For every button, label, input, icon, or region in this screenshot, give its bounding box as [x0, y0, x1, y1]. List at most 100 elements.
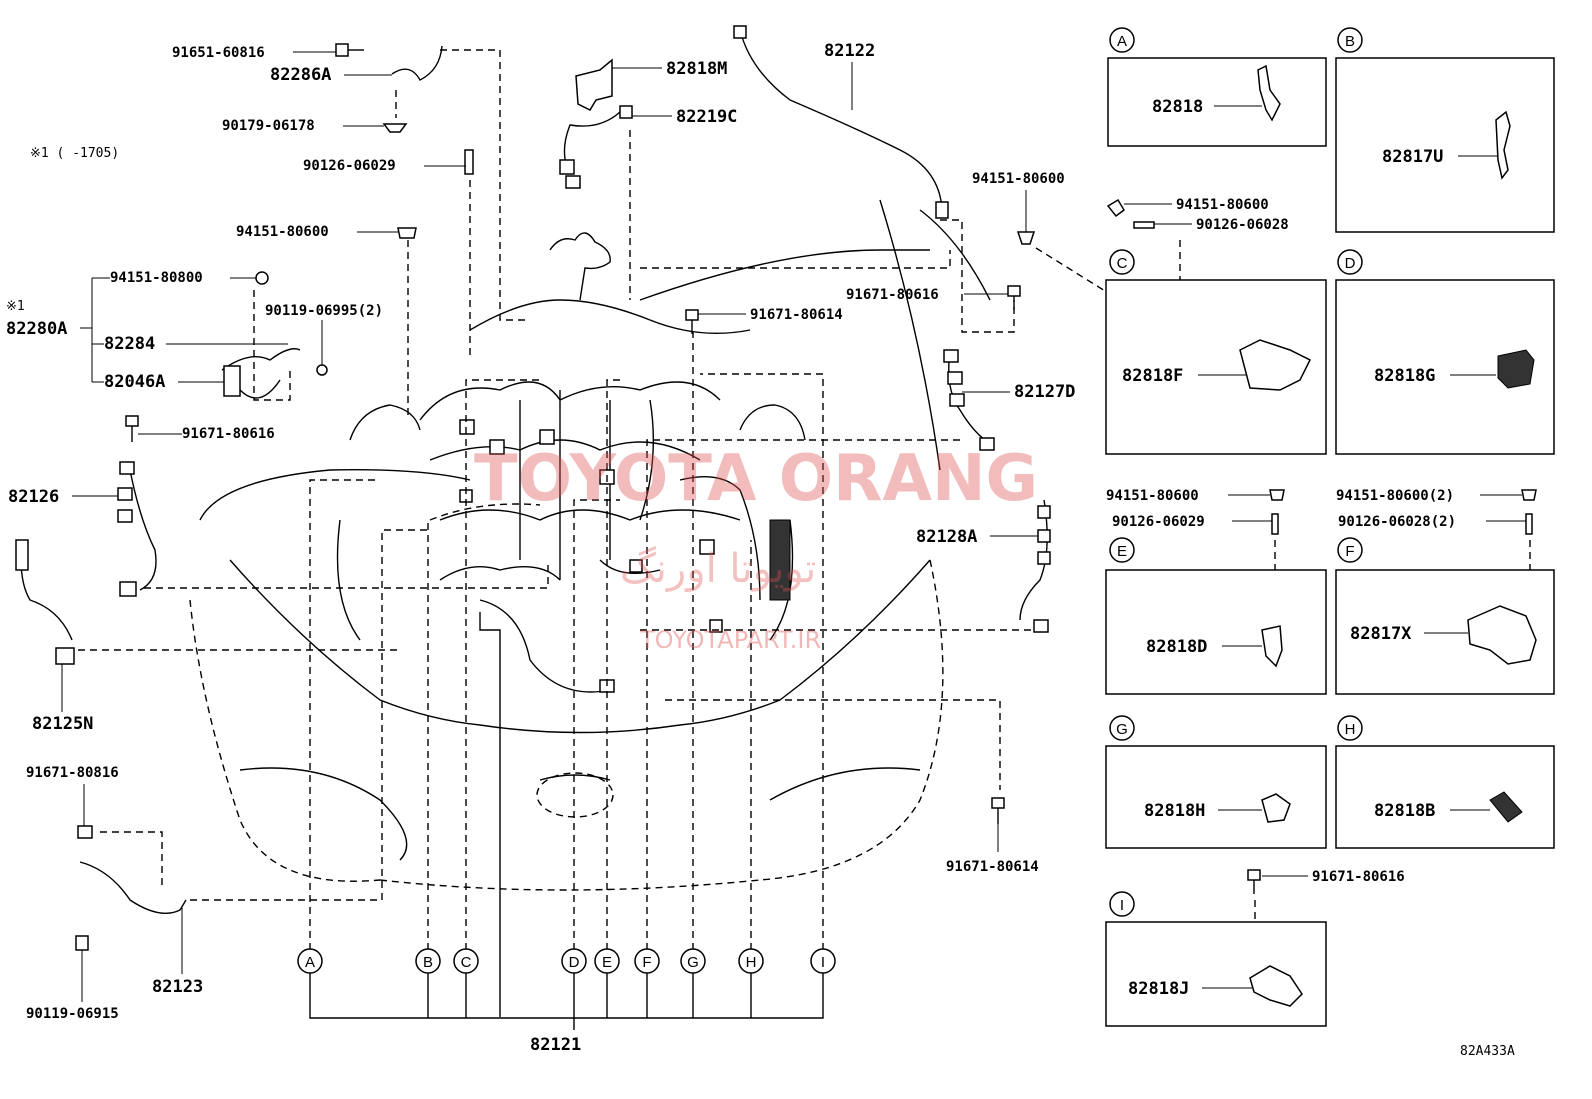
watermark: TOYOTA ORANG تویوتا اورنگ TOYOTAPART.IR	[474, 442, 1038, 654]
inset-e-fastener1: 94151-80600	[1106, 488, 1199, 504]
connector-icon	[1239, 339, 1312, 391]
inset-i-part: 82818J	[1128, 979, 1189, 999]
label-82046A: 82046A	[104, 372, 165, 392]
nut-icon	[255, 271, 269, 285]
bracket-icon	[1467, 605, 1537, 665]
bolt-icon	[991, 797, 1005, 824]
svg-text:C: C	[1117, 255, 1128, 272]
svg-text:I: I	[1120, 897, 1124, 914]
label-90126-06029: 90126-06029	[303, 158, 396, 174]
nut-icon	[1521, 489, 1537, 501]
stud-icon	[464, 149, 474, 175]
note-applicability: ※1 ( -1705)	[30, 146, 119, 161]
clip-icon	[1261, 793, 1291, 823]
top-center-components	[559, 25, 949, 334]
svg-text:G: G	[1116, 721, 1128, 738]
label-82126: 82126	[8, 487, 59, 507]
inset-h[interactable]: H 82818B	[1335, 715, 1555, 849]
inset-a[interactable]: A 82818	[1107, 27, 1327, 147]
label-91671-80616: 91671-80616	[846, 287, 939, 303]
label-91671-80614: 91671-80614	[946, 859, 1039, 875]
callout-d[interactable]: D	[561, 948, 587, 974]
inset-f-fastener1: 94151-80600(2)	[1336, 488, 1454, 504]
label-91651-60816: 91651-60816	[172, 45, 265, 61]
label-91671-80616: 91671-80616	[182, 426, 275, 442]
callout-c[interactable]: C	[453, 948, 479, 974]
callout-f[interactable]: F	[634, 948, 660, 974]
wire-icon	[943, 349, 995, 451]
inset-e[interactable]: 94151-80600 90126-06029 E 82818D	[1105, 488, 1327, 695]
label-82280A: 82280A	[6, 319, 67, 339]
nut-icon	[1106, 198, 1125, 218]
watermark-title: TOYOTA ORANG	[474, 442, 1038, 516]
label-90119-06995: 90119-06995(2)	[265, 303, 383, 319]
inset-g[interactable]: G 82818H	[1105, 715, 1327, 849]
inset-e-fastener2: 90126-06029	[1112, 514, 1205, 530]
bolt-icon	[335, 43, 364, 57]
right-center-components	[943, 231, 1051, 824]
inset-c[interactable]: 94151-80600 90126-06028 C 82818F	[1105, 197, 1327, 455]
connector-icon	[1497, 349, 1535, 389]
inset-b-part: 82817U	[1382, 147, 1443, 167]
callout-g[interactable]: G	[680, 948, 706, 974]
inset-b[interactable]: B 82817U	[1335, 27, 1555, 233]
svg-text:E: E	[602, 954, 612, 971]
inset-c-part: 82818F	[1122, 366, 1183, 386]
wire-icon	[15, 539, 75, 665]
label-82121: 82121	[530, 1035, 581, 1055]
vehicle-body-outline	[189, 199, 991, 891]
part-labels: 91651-60816 82286A 90179-06178 ※1 ( -170…	[6, 41, 1515, 1059]
svg-text:F: F	[642, 954, 651, 971]
inset-d-part: 82818G	[1374, 366, 1435, 386]
label-82284: 82284	[104, 334, 155, 354]
left-components	[15, 43, 474, 951]
bracket-icon	[1261, 625, 1283, 668]
nut-icon	[1269, 489, 1285, 501]
callout-b[interactable]: B	[415, 948, 441, 974]
svg-text:D: D	[569, 954, 580, 971]
svg-text:I: I	[821, 954, 825, 971]
svg-text:H: H	[1345, 721, 1356, 738]
clip-icon	[1489, 791, 1523, 823]
engine-sub-wire-icon	[221, 348, 328, 399]
label-82286A: 82286A	[270, 65, 331, 85]
bolt-icon	[125, 415, 139, 442]
callout-leaders	[309, 330, 960, 1030]
inset-i[interactable]: 91671-80616 I 82818J	[1105, 869, 1405, 1027]
svg-text:A: A	[305, 954, 315, 971]
bolt-icon	[1247, 869, 1261, 894]
inset-panels: A 82818 B 82817U 94151-80600 90126-06028…	[1105, 27, 1555, 1027]
label-82127D: 82127D	[1014, 382, 1075, 402]
svg-text:F: F	[1345, 543, 1354, 560]
note-mark: ※1	[6, 299, 25, 314]
svg-text:B: B	[1345, 33, 1355, 50]
callout-h[interactable]: H	[738, 948, 764, 974]
wire-icon	[1019, 499, 1051, 633]
callout-i[interactable]: I	[810, 948, 836, 974]
callout-a[interactable]: A	[297, 948, 323, 974]
wire-icon	[559, 105, 633, 189]
inset-g-part: 82818H	[1144, 801, 1205, 821]
wire-icon	[117, 461, 157, 597]
callout-e[interactable]: E	[594, 948, 620, 974]
svg-text:C: C	[461, 954, 472, 971]
inset-f-fastener2: 90126-06028(2)	[1338, 514, 1456, 530]
label-91671-80816: 91671-80816	[26, 765, 119, 781]
inset-d[interactable]: D 82818G	[1335, 249, 1555, 455]
nut-icon	[1016, 231, 1036, 245]
svg-text:E: E	[1117, 543, 1127, 560]
bracket-icon	[1249, 965, 1303, 1007]
svg-text:G: G	[687, 954, 699, 971]
bracket-icon	[575, 58, 613, 111]
diagram-code: 82A433A	[1460, 1044, 1515, 1059]
inset-c-fastener2: 90126-06028	[1196, 217, 1289, 233]
inset-e-part: 82818D	[1146, 637, 1207, 657]
label-90119-06915: 90119-06915	[26, 1006, 119, 1022]
stud-icon	[1271, 513, 1279, 535]
stud-icon	[1525, 513, 1533, 535]
inset-f[interactable]: 94151-80600(2) 90126-06028(2) F 82817X	[1335, 488, 1555, 695]
inset-a-part: 82818	[1152, 97, 1203, 117]
bracket-icon	[1495, 110, 1511, 180]
label-94151-80800: 94151-80800	[110, 270, 203, 286]
